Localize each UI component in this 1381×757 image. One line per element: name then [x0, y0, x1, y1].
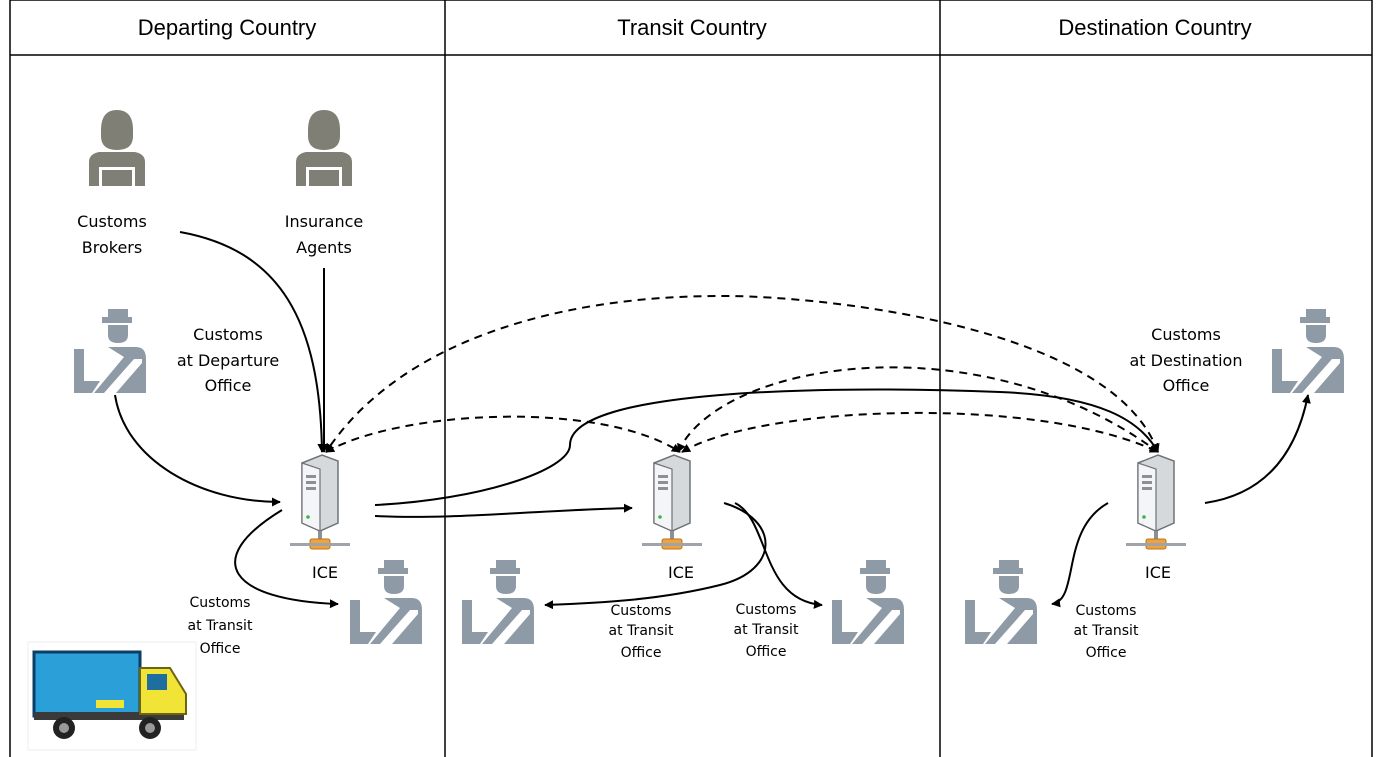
transit-office-4-label-line2: at Transit — [1074, 623, 1139, 639]
ice-label-destination: ICE — [1145, 563, 1171, 582]
transit-office-1-label-line1: Customs — [190, 595, 251, 611]
dashed-flow-arrows — [325, 294, 1160, 453]
destination-office-label-line1: Customs — [1151, 325, 1221, 344]
insurance-label-line1: Insurance — [285, 212, 364, 231]
ice-server-departing-icon — [289, 454, 351, 550]
arrow-brokers-to-ice — [179, 231, 327, 453]
destination-office-label-line2: at Destination — [1130, 351, 1243, 370]
solid-flow-arrows — [114, 231, 1311, 610]
transit-office-2-label-line1: Customs — [611, 603, 672, 619]
transit-office-3-label-line2: at Transit — [734, 622, 799, 638]
brokers-label-line1: Customs — [77, 212, 147, 231]
arrow-ice-departing-to-ice-destination — [374, 388, 1159, 506]
arrow-ice-transit-to-transit-office-2 — [544, 502, 767, 610]
customs-transit-officer-icon-2 — [462, 560, 534, 644]
frame — [9, 0, 1373, 757]
dashed-arc-destination-to-departing — [325, 294, 1160, 453]
transit-office-2-label-line2: at Transit — [609, 623, 674, 639]
customs-departure-officer-icon — [74, 309, 146, 393]
destination-office-label-line3: Office — [1163, 376, 1210, 395]
customs-destination-officer-icon — [1272, 309, 1344, 393]
transit-office-3-label-line1: Customs — [736, 602, 797, 618]
arrow-ice-departing-to-ice-transit — [374, 503, 633, 518]
customs-transit-officer-icon-4 — [965, 560, 1037, 644]
insurance-label-line2: Agents — [296, 238, 352, 257]
arrow-ice-to-transit-office-1 — [234, 509, 339, 609]
column-header-departing: Departing Country — [138, 15, 317, 40]
transit-office-4-label-line3: Office — [1086, 645, 1127, 661]
transit-office-3-label-line3: Office — [746, 644, 787, 660]
departure-office-label-line3: Office — [205, 376, 252, 395]
dashed-arc-departing-to-transit — [325, 415, 681, 453]
customs-broker-laptop-icon — [99, 167, 135, 189]
ice-label-departing: ICE — [312, 563, 338, 582]
ice-server-destination-icon — [1125, 454, 1187, 550]
departure-office-label-line2: at Departure — [177, 351, 279, 370]
brokers-label-line2: Brokers — [82, 238, 142, 257]
transit-office-4-label-line1: Customs — [1076, 603, 1137, 619]
ice-label-transit: ICE — [668, 563, 694, 582]
truck-icon — [27, 641, 197, 751]
customs-transit-officer-icon-3 — [832, 560, 904, 644]
transit-office-1-label-line2: at Transit — [188, 618, 253, 634]
dashed-arc-transit-to-destination-lower — [681, 411, 1159, 453]
transit-office-1-label-line3: Office — [200, 641, 241, 657]
departure-office-label-line1: Customs — [193, 325, 263, 344]
dashed-arc-transit-to-destination-upper — [677, 366, 1159, 453]
customs-transit-officer-icon-1 — [350, 560, 422, 644]
arrow-ice-destination-to-destination-office — [1204, 394, 1311, 504]
transit-office-2-label-line3: Office — [621, 645, 662, 661]
arrow-ice-transit-to-transit-office-3 — [734, 502, 823, 609]
column-header-destination: Destination Country — [1058, 15, 1251, 40]
insurance-agent-laptop-icon — [306, 167, 342, 189]
arrow-departure-office-to-ice — [114, 394, 281, 507]
column-header-transit: Transit Country — [617, 15, 767, 40]
arrow-ice-destination-to-transit-office-4 — [1051, 502, 1109, 608]
ice-server-transit-icon — [641, 454, 703, 550]
